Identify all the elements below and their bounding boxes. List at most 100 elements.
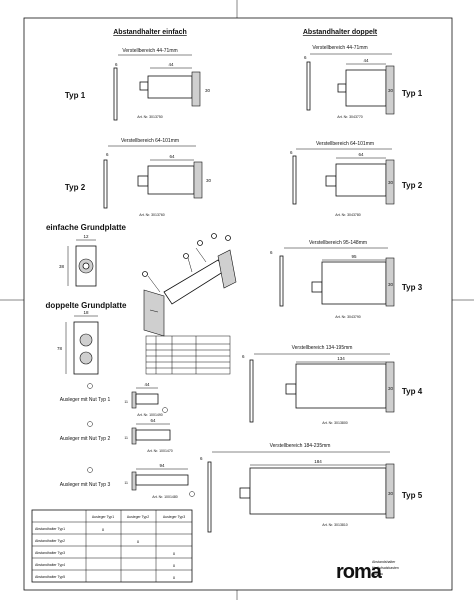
double-typ4-label: Typ 4 bbox=[402, 387, 423, 396]
ausleger-typ1-bar bbox=[135, 393, 159, 405]
single-typ1-label: Typ 1 bbox=[65, 91, 86, 100]
title-line-2: für Aufsatzkasten bbox=[372, 566, 399, 570]
compat-row2-col2: x bbox=[137, 539, 140, 544]
single-typ2-rod bbox=[103, 159, 108, 209]
exploded-rod bbox=[195, 247, 207, 263]
exploded-screw-4 bbox=[211, 233, 217, 239]
double-typ1-rod bbox=[306, 61, 311, 111]
single-typ2-label: Typ 2 bbox=[65, 183, 86, 192]
heading-base-single: einfache Grundplatte bbox=[46, 223, 127, 232]
ausleger-typ3-h: 11 bbox=[124, 481, 128, 485]
exploded-screw-3 bbox=[197, 240, 203, 246]
ausleger-typ3-drawing: Ausleger mit Nut Typ 3 94 11 Art. Nr. 10… bbox=[60, 463, 195, 499]
single-typ2-art: Art. Nr. 3013760 bbox=[139, 213, 165, 217]
double-typ5-rod bbox=[207, 461, 212, 533]
double-typ3-label: Typ 3 bbox=[402, 283, 423, 292]
base-double-drawing: 18 78 bbox=[57, 310, 99, 375]
base-double-hole-top bbox=[79, 333, 93, 347]
double-typ1-art: Art. Nr. 3043770 bbox=[337, 115, 363, 119]
double-typ2-dim: 64 bbox=[358, 152, 364, 157]
double-typ4-side: 30 bbox=[388, 386, 394, 391]
heading-double: Abstandhalter doppelt bbox=[303, 29, 378, 36]
double-typ5-cylinder bbox=[249, 467, 387, 515]
single-typ1-six: 6 bbox=[115, 62, 118, 67]
base-single-dim-w: 12 bbox=[83, 234, 89, 239]
double-typ3-tip bbox=[311, 281, 323, 293]
double-typ5-plate bbox=[385, 463, 395, 519]
double-typ1-six: 6 bbox=[304, 55, 307, 60]
exploded-plate-slot bbox=[149, 309, 159, 313]
double-typ1-dim: 44 bbox=[363, 58, 369, 63]
exploded-screw-5 bbox=[225, 235, 231, 241]
single-typ2-cylinder bbox=[147, 165, 195, 195]
single-typ1-rod bbox=[113, 67, 118, 121]
heading-base-double: doppelte Grundplatte bbox=[46, 301, 127, 310]
exploded-cylinder bbox=[163, 259, 227, 305]
compat-header-1: Ausleger Typ1 bbox=[92, 515, 114, 519]
single-typ1-tip bbox=[139, 81, 149, 91]
ausleger-typ2-plate bbox=[131, 427, 137, 445]
heading-single: Abstandhalter einfach bbox=[113, 29, 187, 36]
double-typ5-drawing: Verstellbereich 184-235mm 184 30 Typ 5 A… bbox=[200, 443, 423, 533]
double-typ5-side: 30 bbox=[388, 491, 394, 496]
title-block: roma Abstandshalter für Aufsatzkasten Vo… bbox=[336, 560, 399, 583]
base-double-dim-w: 18 bbox=[83, 310, 89, 315]
title-line-1: Abstandshalter bbox=[372, 560, 396, 564]
ausleger-typ1-h: 11 bbox=[124, 400, 128, 404]
ausleger-typ2-marker bbox=[87, 421, 93, 427]
exploded-leader-2 bbox=[187, 257, 193, 273]
double-typ4-dim: 134 bbox=[337, 356, 345, 361]
ausleger-typ3-label: Ausleger mit Nut Typ 3 bbox=[60, 482, 111, 488]
single-typ2-six: 6 bbox=[106, 152, 109, 157]
ausleger-typ2-h: 11 bbox=[124, 436, 128, 440]
compat-row-label-4: Abstandhalter Typ4 bbox=[35, 563, 65, 567]
ausleger-typ2-drawing: Ausleger mit Nut Typ 2 64 11 Art. Nr. 10… bbox=[60, 418, 173, 453]
ausleger-typ1-dim: 44 bbox=[144, 382, 150, 387]
single-typ2-drawing: Verstellbereich 64-101mm 64 30 Typ 2 Art… bbox=[65, 138, 212, 217]
double-typ2-plate bbox=[385, 159, 395, 205]
double-typ3-dim: 95 bbox=[351, 254, 357, 259]
double-typ2-cylinder bbox=[335, 163, 387, 197]
exploded-leader-1 bbox=[147, 275, 161, 293]
double-typ5-range: Verstellbereich 184-235mm bbox=[270, 443, 331, 449]
ausleger-typ3-dim: 94 bbox=[159, 463, 165, 468]
single-typ2-plate bbox=[193, 161, 203, 199]
double-typ3-rod bbox=[279, 255, 284, 307]
double-typ5-dim: 184 bbox=[314, 459, 322, 464]
compat-header-3: Ausleger Typ3 bbox=[163, 515, 185, 519]
parts-list-table bbox=[145, 335, 231, 375]
double-typ5-art: Art. Nr. 3013810 bbox=[322, 523, 348, 527]
ausleger-typ2-dim: 64 bbox=[150, 418, 156, 423]
ausleger-typ3-bar bbox=[135, 474, 189, 486]
compat-row-label-2: Abstandhalter Typ2 bbox=[35, 539, 65, 543]
ausleger-typ3-marker bbox=[87, 467, 93, 473]
brand-logo: roma bbox=[336, 561, 383, 583]
double-typ4-range: Verstellbereich 134-195mm bbox=[292, 345, 353, 351]
compatibility-table: Ausleger Typ1 Ausleger Typ2 Ausleger Typ… bbox=[31, 509, 193, 583]
ausleger-typ2-art: Art. Nr. 1001470 bbox=[147, 449, 173, 453]
ausleger-typ3-marker-2 bbox=[189, 491, 195, 497]
ausleger-typ3-art: Art. Nr. 1001480 bbox=[152, 495, 178, 499]
double-typ2-side: 30 bbox=[388, 180, 394, 185]
compat-header-2: Ausleger Typ2 bbox=[127, 515, 149, 519]
single-typ2-dim: 64 bbox=[169, 154, 175, 159]
parts-list-frame bbox=[145, 335, 231, 375]
double-typ4-six: 6 bbox=[242, 354, 245, 359]
outer-frame bbox=[23, 17, 453, 591]
double-typ3-plate bbox=[385, 257, 395, 307]
exploded-screw-1 bbox=[142, 271, 148, 277]
base-double-plate bbox=[73, 321, 99, 375]
exploded-screw-2 bbox=[183, 253, 189, 259]
base-double-dim-h: 78 bbox=[57, 346, 63, 351]
compat-row1-col1: x bbox=[102, 527, 105, 532]
ausleger-typ1-label: Ausleger mit Nut Typ 1 bbox=[60, 397, 111, 403]
double-typ3-side: 30 bbox=[388, 282, 394, 287]
single-typ1-drawing: Verstellbereich 44-71mm 44 30 Typ 1 Art.… bbox=[65, 48, 211, 121]
exploded-base-plate bbox=[143, 289, 165, 337]
double-typ1-side: 30 bbox=[388, 88, 394, 93]
double-typ2-rod bbox=[292, 155, 297, 205]
double-typ5-six: 6 bbox=[200, 456, 203, 461]
double-typ3-six: 6 bbox=[270, 250, 273, 255]
double-typ2-art: Art. Nr. 3043780 bbox=[335, 213, 361, 217]
ausleger-typ1-art: Art. Nr. 1001490 bbox=[137, 413, 163, 417]
